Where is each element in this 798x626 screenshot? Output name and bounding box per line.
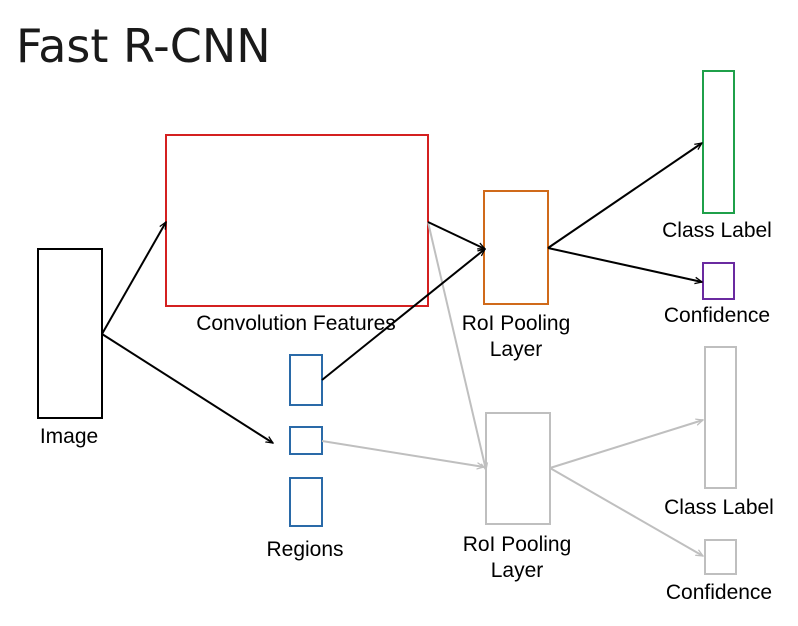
class-label-label-inactive: Class Label [664, 496, 774, 519]
conv-features-box [165, 134, 429, 307]
conv-features-label: Convolution Features [196, 312, 396, 335]
region-box-top [289, 354, 323, 406]
confidence-label-inactive: Confidence [666, 581, 772, 604]
arrow-region-to-roi [321, 249, 485, 381]
confidence-box-active [702, 262, 735, 300]
arrow-region-to-roi-inactive [321, 440, 484, 467]
arrow-conv-to-roi-inactive [427, 221, 486, 470]
confidence-label: Confidence [664, 304, 770, 327]
arrow-roi-to-class [547, 143, 702, 249]
class-label-box-active [702, 70, 735, 214]
regions-label: Regions [266, 538, 343, 561]
confidence-box-inactive [704, 539, 737, 575]
region-box-middle [289, 426, 323, 455]
image-label: Image [40, 425, 98, 448]
arrow-conv-to-roi [427, 221, 485, 250]
roi-pooling-label-line2-inactive: Layer [491, 559, 544, 582]
roi-pooling-box-inactive [485, 412, 551, 525]
diagram-title: Fast R-CNN [16, 19, 271, 73]
arrow-roi-to-class-inactive [549, 420, 703, 469]
class-label-box-inactive [704, 346, 737, 489]
image-box [37, 248, 103, 419]
arrow-roi-to-confidence [547, 247, 702, 282]
region-box-bottom [289, 477, 323, 527]
arrow-roi-to-confidence-inactive [549, 467, 703, 557]
class-label-label: Class Label [662, 219, 772, 242]
arrow-image-to-regions [101, 333, 273, 443]
roi-pooling-box-active [483, 190, 549, 305]
arrow-image-to-conv [101, 222, 167, 335]
roi-pooling-label-line1-inactive: RoI Pooling [463, 533, 572, 556]
roi-pooling-label-line2: Layer [490, 338, 543, 361]
roi-pooling-label-line1: RoI Pooling [462, 312, 571, 335]
